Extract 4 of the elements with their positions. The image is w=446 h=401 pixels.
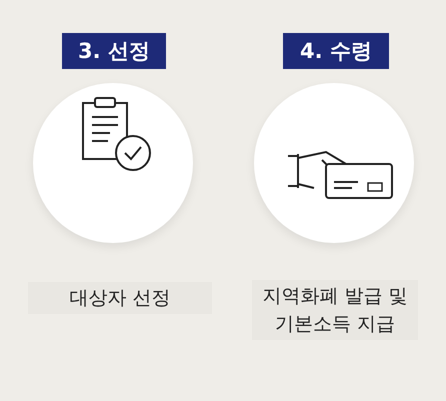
step-heading: 3. 선정 — [62, 33, 166, 69]
step-caption: 지역화폐 발급 및 기본소득 지급 — [252, 280, 418, 340]
step-heading: 4. 수령 — [283, 33, 389, 69]
step-caption: 대상자 선정 — [28, 282, 212, 314]
